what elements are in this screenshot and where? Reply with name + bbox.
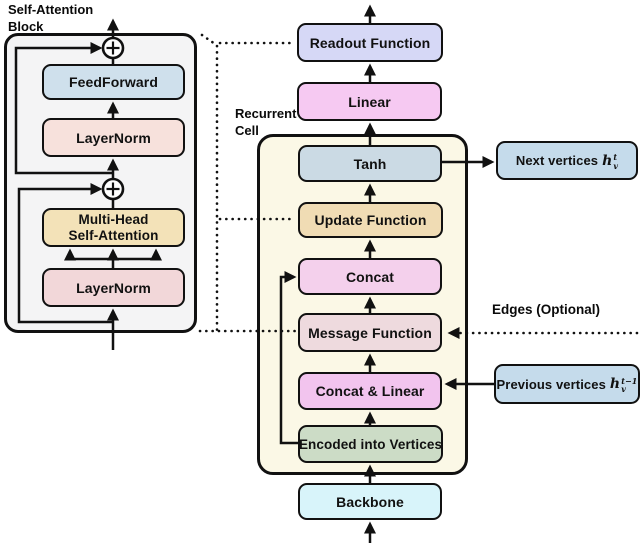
superscript: t−1 [621,375,638,386]
readout-function-box: Readout Function [297,23,443,62]
tanh-box: Tanh [298,145,442,182]
superscript: t [613,152,618,163]
edges-optional-label: Edges (Optional) [492,302,600,317]
linear-box: Linear [297,82,442,121]
recurrent-cell-title: Recurrent Cell [235,106,297,138]
residual-add-icon [101,177,125,201]
subscript: v [613,160,619,171]
skip-connection-ff [14,42,113,175]
residual-add-icon [101,36,125,60]
concat-box: Concat [298,258,442,295]
h-scripts: t v [613,153,618,170]
h-variable: h [609,376,621,392]
dotted-corner-link [200,33,217,46]
previous-vertices-box: Previous vertices h t−1 v [494,364,640,404]
multi-head-self-attention-box: Multi-Head Self-Attention [42,208,185,247]
layernorm-top-box: LayerNorm [42,118,185,157]
previous-vertices-label: Previous vertices [496,376,606,392]
encoded-into-vertices-box: Encoded into Vertices [298,425,443,463]
message-function-box: Message Function [298,313,442,352]
feedforward-box: FeedForward [42,64,185,100]
encoded-to-concat-loop [279,271,298,445]
layernorm-bottom-box: LayerNorm [42,268,185,307]
skip-connection-mhsa [17,183,113,324]
backbone-box: Backbone [298,483,442,520]
h-scripts: t−1 v [621,375,638,394]
self-attention-block-title: Self-Attention Block [8,2,94,34]
update-function-box: Update Function [298,202,443,238]
h-variable: h [602,152,613,169]
next-vertices-box: Next vertices h t v [496,141,638,180]
subscript: v [621,384,626,394]
next-vertices-label: Next vertices [515,153,599,168]
concat-and-linear-box: Concat & Linear [298,372,442,410]
recurrent-cell-container [257,134,468,475]
